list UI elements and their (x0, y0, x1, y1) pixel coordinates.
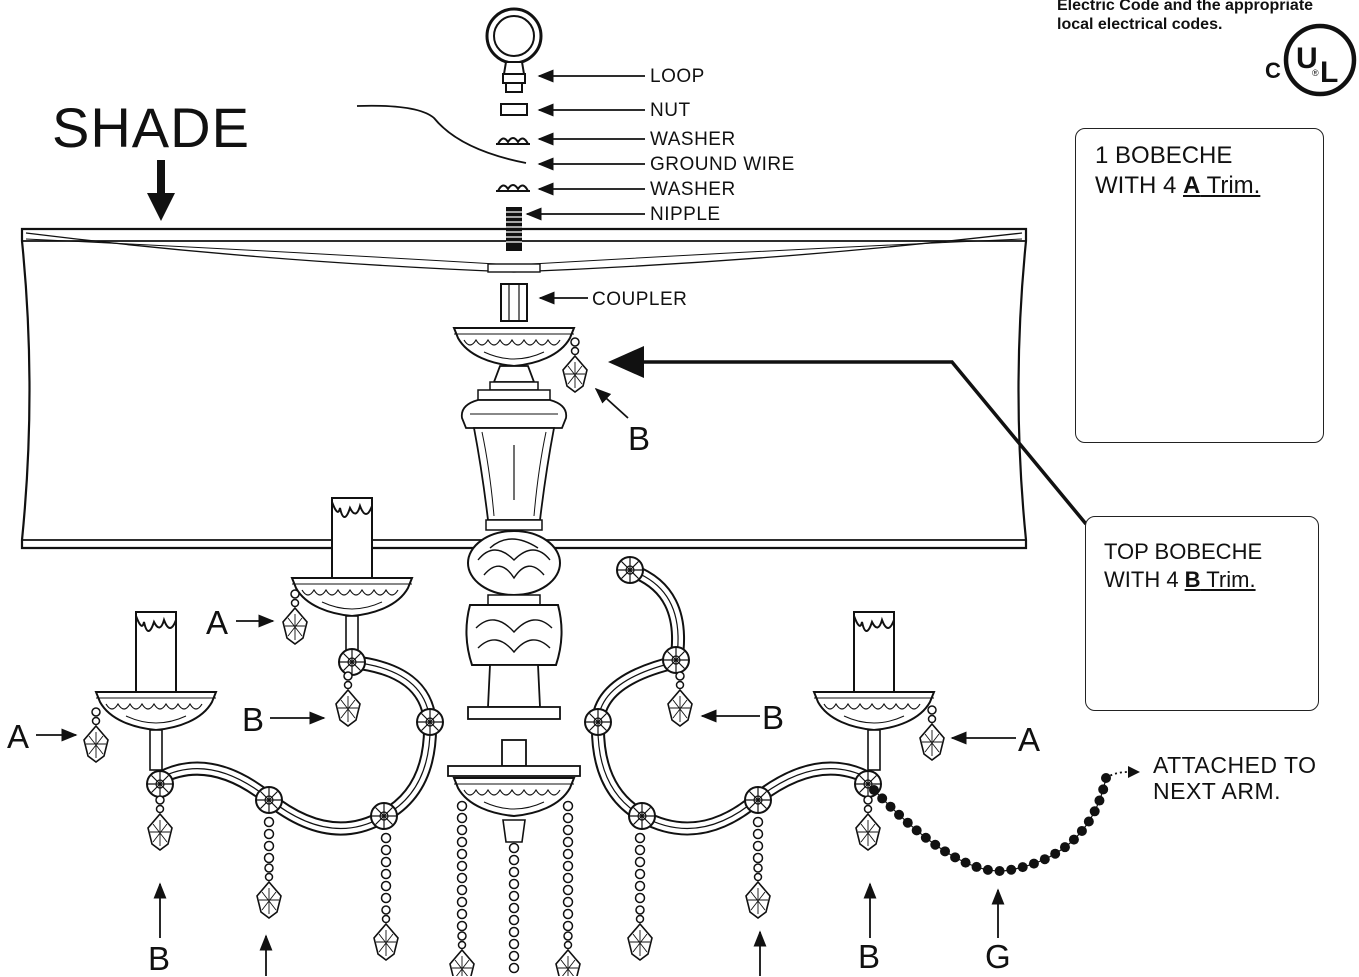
chain-bead (971, 861, 982, 872)
letter-b-right-arm: B (762, 699, 785, 736)
chain-bead (1017, 862, 1028, 873)
bobeche-b-trim-box: TOP BOBECHE WITH 4 B Trim. (1085, 516, 1319, 711)
attached-to-next-arm-note: ATTACHED TO NEXT ARM. (1153, 752, 1317, 804)
chain-bead (869, 785, 879, 795)
washer-top-part (496, 137, 530, 145)
label-washer-bottom: WASHER (650, 179, 736, 200)
shade-arrow (147, 160, 175, 221)
label-nipple: NIPPLE (650, 204, 721, 225)
bead-chain (869, 766, 1140, 876)
chain-bead (1068, 834, 1079, 845)
nut-part (500, 103, 528, 116)
ground-wire-part (356, 104, 527, 164)
bobeche-a-trim-box: 1 BOBECHE WITH 4 A Trim. (1075, 128, 1324, 443)
letter-b-center: B (628, 420, 651, 457)
top-bobeche-pointer (608, 346, 1088, 526)
candle-left (83, 611, 217, 771)
chain-bead (1089, 806, 1100, 817)
label-coupler: COUPLER (592, 289, 688, 310)
box1-line-2: WITH 4 A Trim. (1095, 171, 1260, 201)
box1-trim-suffix: Trim. (1200, 172, 1261, 199)
letter-a-left-lower: A (7, 718, 30, 755)
box2-trim-letter: B (1184, 567, 1201, 592)
box1-trim-letter: A (1183, 172, 1201, 199)
top-bobeche (453, 327, 588, 401)
chain-bead (1098, 784, 1109, 795)
label-ground-wire: GROUND WIRE (650, 154, 795, 175)
ul-logo: C U L ® (1265, 23, 1357, 97)
chain-bead (1039, 854, 1050, 865)
part-arrows (525, 69, 645, 305)
note-line-2: local electrical codes. (1057, 16, 1223, 33)
letter-arrows (36, 387, 1016, 976)
chain-bead (982, 864, 993, 875)
chain-bead (1076, 825, 1087, 836)
chain-bead (1006, 864, 1017, 875)
chain-bead (940, 846, 951, 857)
letter-a-right: A (1018, 721, 1041, 758)
chain-bead (902, 817, 913, 828)
box1-title: 1 BOBECHE WITH 4 A Trim. (1095, 141, 1260, 201)
box2-line-2-prefix: WITH 4 (1104, 567, 1185, 592)
chain-bead (994, 865, 1005, 876)
attached-line-1: ATTACHED TO (1153, 752, 1317, 778)
chain-bead (885, 801, 896, 812)
ul-mark-u: U (1296, 42, 1318, 75)
coupler-part (500, 283, 528, 322)
note-line-1: Electric Code and the appropriate (1057, 0, 1314, 14)
candle-right (813, 611, 945, 771)
chain-bead (920, 832, 931, 843)
loop-part (485, 7, 543, 93)
chain-bead (960, 857, 971, 868)
box2-title: TOP BOBECHE WITH 4 B Trim. (1104, 538, 1262, 594)
letter-b-bottom-left: B (148, 940, 171, 977)
label-nut: NUT (650, 100, 691, 121)
center-body (447, 739, 581, 843)
box1-line-2-prefix: WITH 4 (1095, 172, 1183, 199)
letter-b-bottom-right: B (858, 938, 881, 975)
washer-bottom-part (496, 184, 530, 192)
box2-line-2-trim: B Trim. (1185, 567, 1256, 592)
chain-bead (894, 809, 905, 820)
chain-bead (877, 793, 888, 804)
chain-bead (1028, 858, 1039, 869)
chain-bead (1083, 816, 1094, 827)
chain-bead (1059, 842, 1070, 853)
box2-line-1: TOP BOBECHE (1104, 539, 1263, 564)
chain-bead (930, 839, 941, 850)
label-washer-top: WASHER (650, 129, 736, 150)
label-loop: LOOP (650, 66, 705, 87)
electrical-code-note: Electric Code and the appropriate local … (1057, 0, 1313, 34)
ul-mark-c: C (1265, 58, 1281, 83)
letter-a-left-upper: A (206, 604, 229, 641)
letter-g: G (985, 938, 1011, 975)
center-column (460, 399, 568, 720)
box2-line-2: WITH 4 B Trim. (1104, 566, 1262, 594)
shade-label: SHADE (52, 96, 250, 159)
ul-mark-registered: ® (1312, 68, 1319, 78)
box1-line-1: 1 BOBECHE (1095, 142, 1233, 169)
letter-b-left-arm: B (242, 701, 265, 738)
box2-trim-suffix: Trim. (1200, 567, 1256, 592)
chain-bead (1050, 848, 1061, 859)
chain-bead (1094, 795, 1105, 806)
chain-bead (911, 825, 922, 836)
ul-mark-l: L (1320, 56, 1338, 89)
chain-bead (950, 852, 961, 863)
attached-line-2: NEXT ARM. (1153, 778, 1282, 804)
box1-line-2-trim: A Trim. (1183, 172, 1260, 199)
nipple-part (506, 207, 522, 251)
